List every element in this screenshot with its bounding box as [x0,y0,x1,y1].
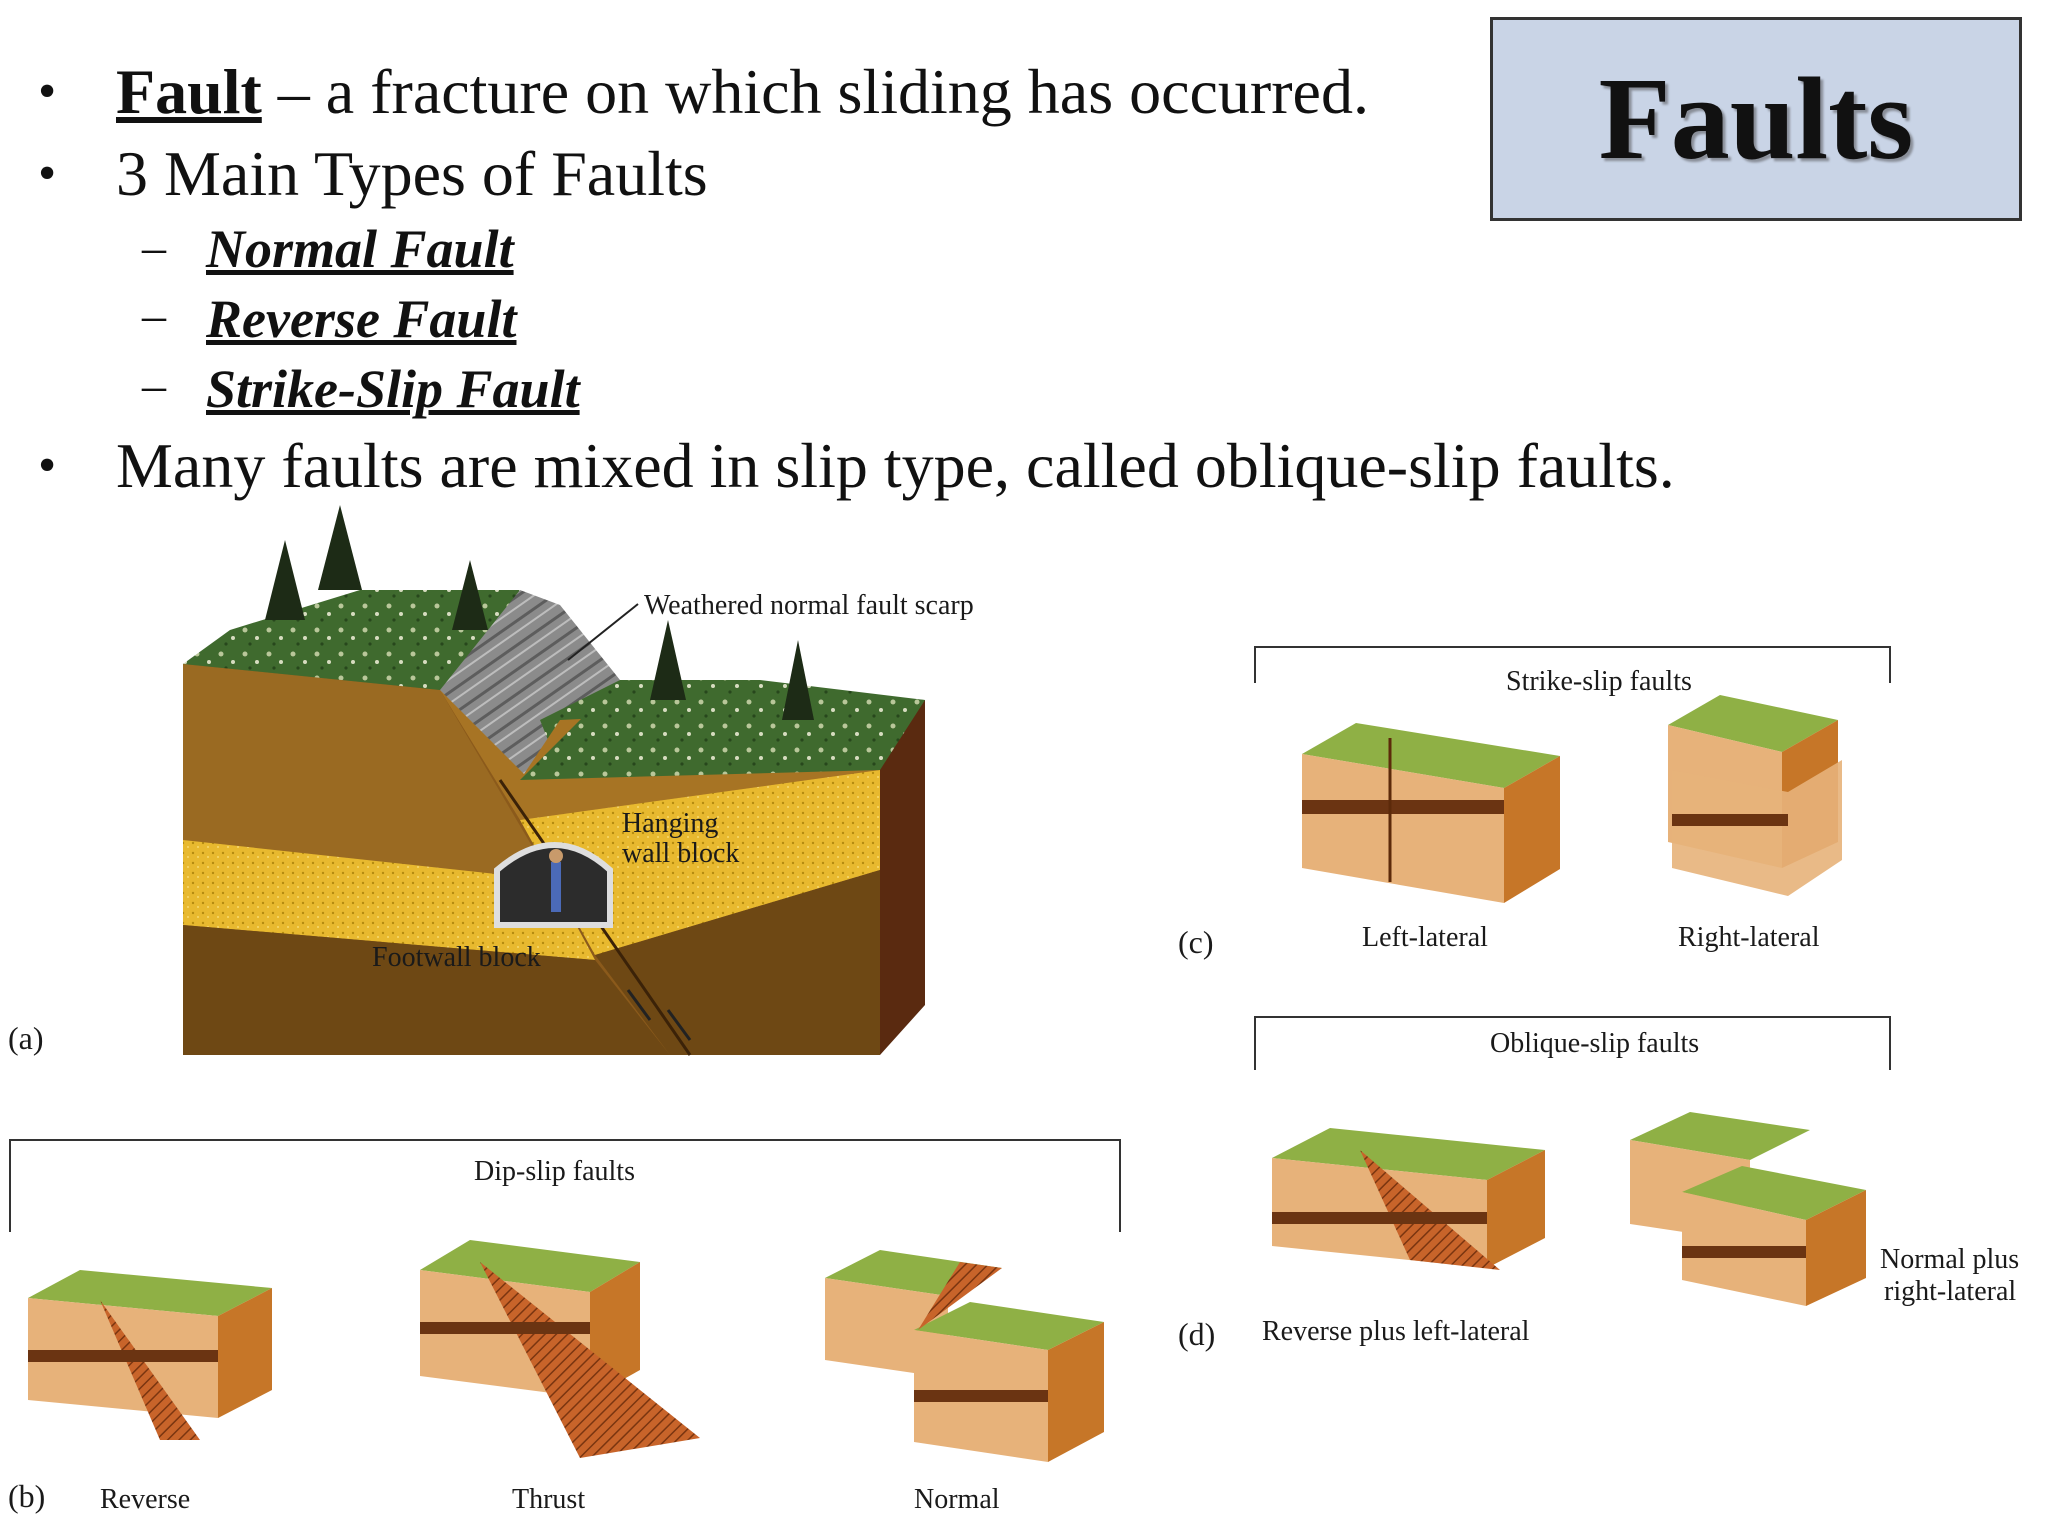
bullet-oblique-slip: Many faults are mixed in slip type, call… [116,430,1675,501]
thrust-label: Thrust [512,1484,586,1515]
hanging-wall-label-line2: wall block [622,838,740,869]
panel-d-letter: (d) [1178,1316,1216,1352]
slide-title: Faults [1598,53,1914,184]
footwall-label: Footwall block [372,942,541,973]
oblique-slip-group-title: Oblique-slip faults [1490,1028,1700,1059]
fault-definition-text: – a fracture on which sliding has occurr… [261,56,1369,127]
panel-b-letter: (b) [8,1478,46,1514]
panel-b-dip-slip [9,1139,1121,1462]
panel-c-letter: (c) [1178,924,1214,960]
normal-right-lateral-label-line1: Normal plus [1880,1244,2020,1275]
scarp-label: Weathered normal fault scarp [644,590,974,621]
sub-item-strike-slip-fault: Strike-Slip Fault [206,359,580,419]
fault-term: Fault [116,56,262,127]
panel-a-block-diagram [183,505,925,1056]
bullet-icon: • [38,145,57,202]
sub-item-reverse-fault: Reverse Fault [206,289,517,349]
normal-label: Normal [914,1484,1000,1515]
hanging-wall-label-line1: Hanging [622,808,719,839]
dash-icon: – [142,359,166,412]
sub-item-normal-fault: Normal Fault [206,219,514,279]
bullet-icon: • [38,437,57,494]
dip-slip-group-title: Dip-slip faults [474,1156,635,1187]
normal-right-lateral-label-line2: right-lateral [1884,1276,2017,1307]
panel-a-letter: (a) [8,1020,44,1056]
panel-d-oblique-slip [1254,1016,1891,1306]
right-lateral-label: Right-lateral [1678,922,1820,953]
dash-icon: – [142,289,166,342]
bullet-main-types: 3 Main Types of Faults [116,138,708,209]
bullet-icon: • [38,63,57,120]
bullet-fault-definition: Fault – a fracture on which sliding has … [116,60,1369,124]
strike-slip-group-title: Strike-slip faults [1506,666,1692,697]
dash-icon: – [142,221,166,274]
reverse-left-lateral-label: Reverse plus left-lateral [1262,1316,1530,1347]
left-lateral-label: Left-lateral [1362,922,1488,953]
title-box: Faults [1490,17,2022,221]
reverse-label: Reverse [100,1484,191,1515]
panel-c-strike-slip [1254,646,1891,903]
